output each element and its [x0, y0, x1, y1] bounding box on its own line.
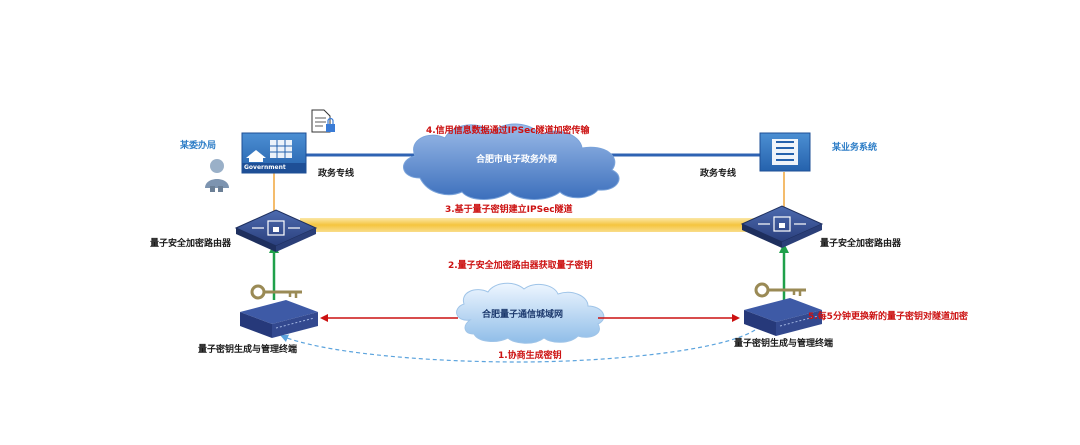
quantum-network-label: 合肥量子通信城域网	[482, 310, 564, 320]
document-lock-icon	[311, 109, 335, 133]
right-terminal-icon	[744, 298, 822, 336]
right-line-label: 政务专线	[700, 169, 737, 179]
gov-network-label: 合肥市电子政务外网	[476, 155, 558, 165]
left-office-label: 某委办局	[180, 141, 217, 151]
right-router-label: 量子安全加密路由器	[820, 239, 902, 249]
step3-label: 3.基于量子密钥建立IPSec隧道	[445, 205, 573, 215]
left-terminal-icon	[240, 300, 318, 338]
user-icon	[205, 159, 229, 192]
left-line-label: 政务专线	[318, 169, 355, 179]
right-key-icon	[754, 282, 806, 298]
left-terminal-label: 量子密钥生成与管理终端	[198, 345, 298, 355]
left-router-label: 量子安全加密路由器	[150, 239, 232, 249]
step4-label: 4.信用信息数据通过IPSec隧道加密传输	[426, 126, 590, 136]
right-terminal-label: 量子密钥生成与管理终端	[734, 339, 834, 349]
left-key-icon	[250, 284, 302, 300]
quantum-network-cloud	[456, 282, 605, 344]
government-sign-label: Government	[244, 164, 286, 171]
left-router-icon	[234, 209, 318, 252]
server-icon	[759, 132, 811, 172]
gov-network-cloud	[403, 123, 620, 200]
step2-label: 2.量子安全加密路由器获取量子密钥	[448, 261, 593, 271]
ipsec-tunnel	[300, 218, 765, 232]
right-system-label: 某业务系统	[832, 143, 878, 153]
step5-label: 5.每5分钟更换新的量子密钥对隧道加密	[808, 312, 968, 322]
negotiate-curve	[280, 329, 756, 363]
government-building-icon	[241, 132, 307, 174]
step1-label: 1.协商生成密钥	[498, 351, 562, 361]
right-router-icon	[740, 205, 824, 248]
